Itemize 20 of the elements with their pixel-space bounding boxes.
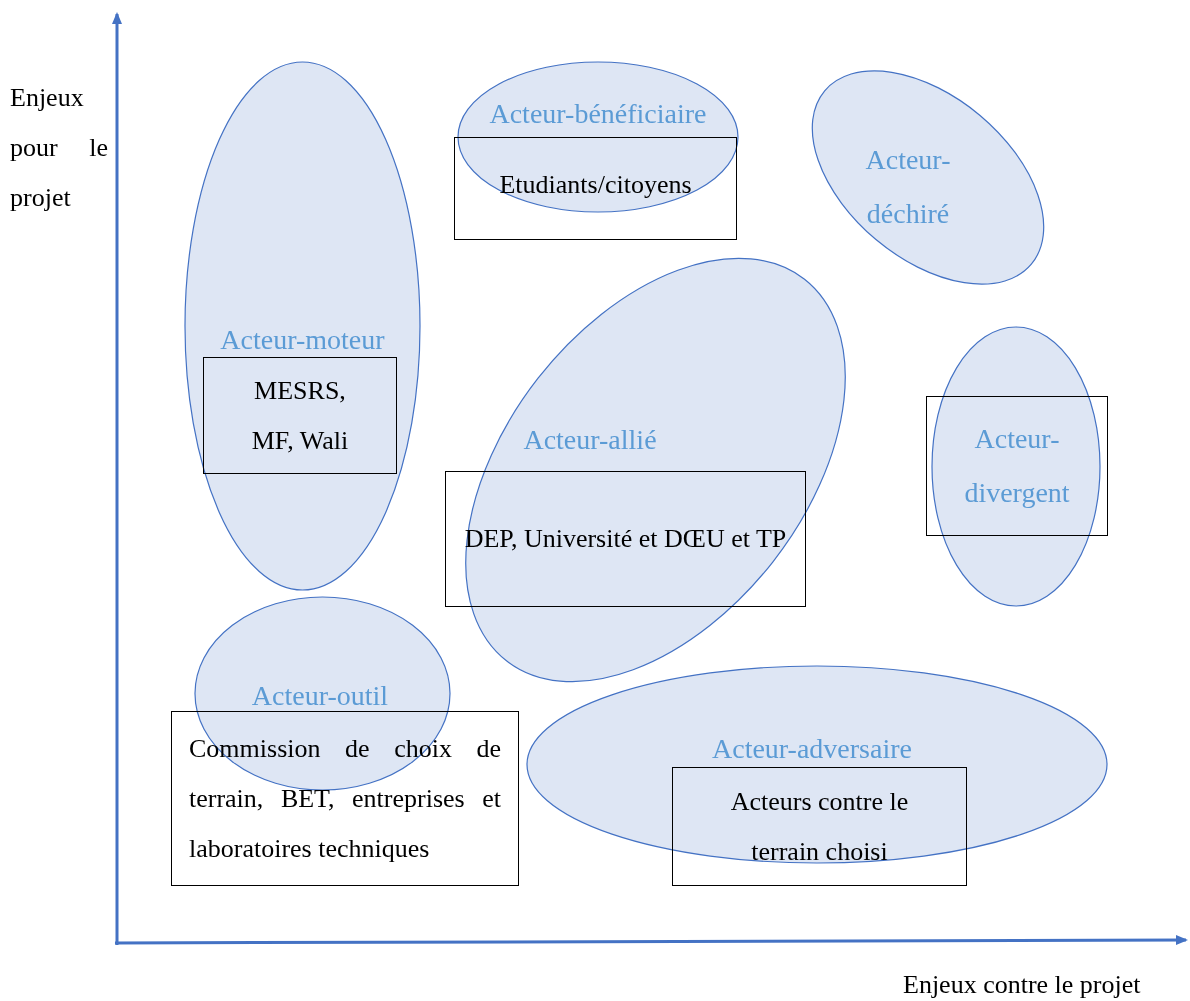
actor-list-text: Commission de choix de terrain, BET, entreprises et laboratoires techniques	[189, 732, 501, 865]
actor-box	[445, 471, 806, 607]
actor-category-label: Acteur-outil	[250, 679, 390, 713]
actor-list-text: Acteurs contre le terrain choisi	[729, 785, 910, 868]
axis-label: Enjeux pour le projet	[10, 82, 108, 214]
actor-box	[203, 357, 397, 474]
actor-box	[454, 137, 737, 240]
actor-box	[926, 396, 1108, 536]
actor-box	[672, 767, 967, 886]
axis-label: Enjeux contre le projet	[903, 969, 1142, 1001]
actor-category-label: Acteur-déchiré	[864, 143, 952, 231]
actor-category-label: Acteur-divergent	[963, 422, 1071, 510]
actor-list-text: Etudiants/citoyens	[498, 169, 693, 201]
actor-category-label: Acteur-adversaire	[711, 732, 913, 766]
actor-category-label: Acteur-bénéficiaire	[488, 97, 708, 131]
actor-list-text: MESRS, MF, Wali	[250, 374, 350, 457]
actor-box	[171, 711, 519, 886]
actor-category-label: Acteur-allié	[522, 423, 658, 457]
actor-list-text: DEP, Université et DŒU et TP	[463, 523, 788, 555]
actor-category-label: Acteur-moteur	[219, 323, 386, 357]
